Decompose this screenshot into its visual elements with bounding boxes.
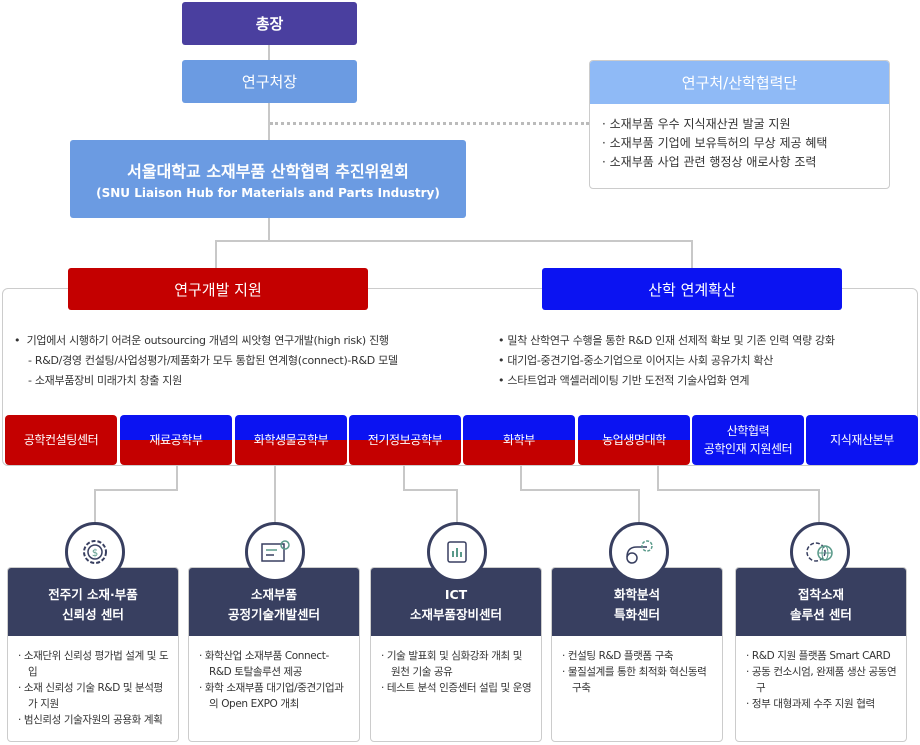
committee-subtitle: (SNU Liaison Hub for Materials and Parts… bbox=[96, 186, 440, 200]
industry-bullets: • 밀착 산학연구 수행을 통한 R&D 인재 선제적 확보 및 기존 인력 역… bbox=[498, 334, 835, 387]
dept-agriculture: 농업생명대학 bbox=[578, 415, 690, 465]
office-item: · 소재부품 사업 관련 행정상 애로사항 조력 bbox=[602, 155, 817, 169]
rnd-bullets: • 기업에서 시행하기 어려운 outsourcing 개념의 씨앗형 연구개발… bbox=[14, 334, 398, 387]
office-item: · 소재부품 우수 지식재산권 발굴 지원 bbox=[602, 117, 791, 131]
dept-engineering-consulting: 공학컨설팅센터 bbox=[5, 415, 117, 465]
svg-text:$: $ bbox=[92, 548, 98, 559]
committee-box: 서울대학교 소재부품 산학협력 추진위원회 (SNU Liaison Hub f… bbox=[70, 140, 466, 218]
president-box: 총장 bbox=[182, 2, 357, 45]
office-item: · 소재부품 기업에 보유특허의 무상 제공 혜택 bbox=[602, 136, 828, 150]
dept-electrical: 전기정보공학부 bbox=[349, 415, 461, 465]
global-dollar-icon bbox=[790, 522, 850, 582]
dept-ip: 지식재산본부 bbox=[806, 415, 918, 465]
office-title: 연구처/산학협력단 bbox=[590, 61, 889, 104]
dept-materials: 재료공학부 bbox=[120, 415, 232, 465]
dept-chem-bio: 화학생물공학부 bbox=[235, 415, 347, 465]
office-panel: 연구처/산학협력단 · 소재부품 우수 지식재산권 발굴 지원 · 소재부품 기… bbox=[589, 60, 890, 189]
dotted-connector bbox=[270, 122, 589, 125]
committee-title: 서울대학교 소재부품 산학협력 추진위원회 bbox=[127, 162, 409, 181]
industry-link-header: 산학 연계확산 bbox=[542, 268, 842, 310]
analysis-gear-icon bbox=[609, 522, 669, 582]
process-screen-icon bbox=[245, 522, 305, 582]
support-panel bbox=[2, 288, 918, 466]
rnd-support-header: 연구개발 지원 bbox=[68, 268, 368, 310]
dept-chemistry: 화학부 bbox=[463, 415, 575, 465]
dept-industry-talent: 산학협력 공학인재 지원센터 bbox=[692, 415, 804, 465]
research-head-box: 연구처장 bbox=[182, 60, 357, 103]
gear-dollar-icon: $ bbox=[65, 522, 125, 582]
chip-chart-icon bbox=[427, 522, 487, 582]
